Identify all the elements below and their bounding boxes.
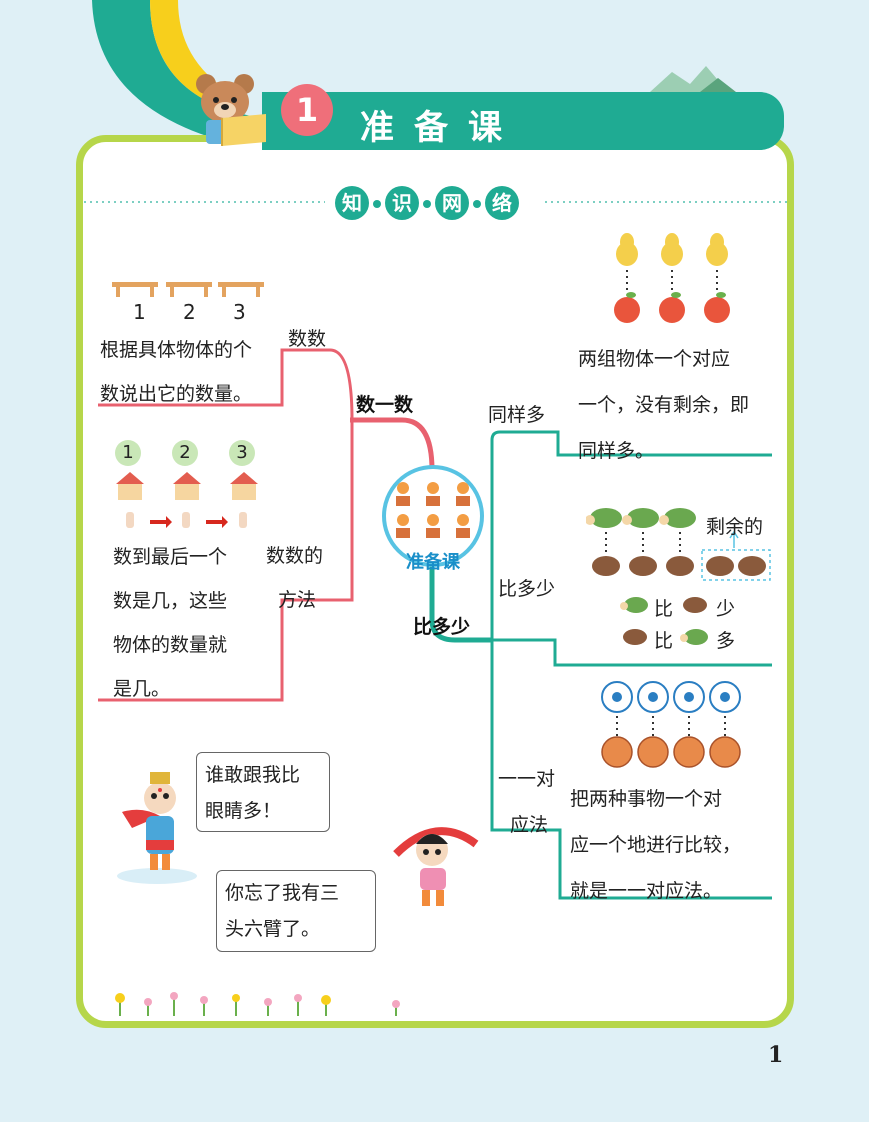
text-line: 数说出它的数量。 [100,383,253,405]
more-word: 多 [716,630,736,652]
hedgehog-icon [683,597,707,613]
node-label-counting-method: 数数的 方法 [266,534,323,622]
bench-number: 3 [233,300,246,324]
section-title-char-3: 网 [435,186,469,220]
compare-more-word: 比 [654,630,674,652]
flowerpots-icon [396,482,470,538]
section-title-dotted-line [84,201,788,203]
bench-number: 1 [133,300,146,324]
title-banner [262,92,784,150]
compare-less-word: 比 [654,598,674,620]
soccer-basketballs-illustration [601,681,741,768]
text-line: 一个，没有剩余，即 [578,394,750,416]
three-eyed-character-illustration [117,772,197,884]
hedgehog-icon [623,629,647,645]
section-title-dot [373,200,381,208]
less-word: 少 [716,598,736,620]
text-line: 头六臂了。 [225,918,321,940]
text-line: 就是一一对应法。 [570,880,723,902]
section-title-dot [473,200,481,208]
text-line: 你忘了我有三 [225,882,340,904]
node-text-counting-method: 数到最后一个 数是几，这些 物体的数量就 是几。 [113,535,227,711]
text-line: 是几。 [113,678,171,700]
text-line: 两组物体一个对应 [578,348,731,370]
lesson-number-badge: 1 [281,84,333,136]
node-text-count: 根据具体物体的个 数说出它的数量。 [100,328,252,416]
text-line: 应法 [510,814,549,836]
text-line: 谁敢跟我比 [205,764,301,786]
text-line: 应一个地进行比较， [570,834,742,856]
pears-apples-illustration [614,233,730,323]
section-title-dot [423,200,431,208]
node-label-count: 数数 [288,328,327,350]
page-title: 准备课 [360,108,522,148]
turtles-hedgehogs-illustration [586,508,771,581]
text-line: 眼睛多！ [205,800,282,822]
text-line: 一一对 [498,768,556,790]
text-line: 同样多。 [578,440,655,462]
text-line: 方法 [278,589,317,611]
speech-bubble-second: 你忘了我有三 头六臂了。 [216,870,376,952]
section-title-char-1: 知 [335,186,369,220]
center-node-label: 准备课 [406,552,460,573]
bear-reading-illustration [196,74,266,146]
house-number: 3 [229,440,255,466]
text-line: 把两种事物一个对 [570,788,723,810]
section-title-char-4: 络 [485,186,519,220]
speech-bubble-first: 谁敢跟我比 眼睛多！ [196,752,330,832]
text-line: 数是几，这些 [113,590,228,612]
house-number: 1 [115,440,141,466]
text-line: 物体的数量就 [113,634,228,656]
benches-illustration [112,282,264,297]
house-number: 2 [172,440,198,466]
turtle-icon [680,629,708,645]
branch-label-count: 数一数 [356,394,414,416]
bench-number: 2 [183,300,196,324]
node-label-same-amount: 同样多 [488,404,546,426]
houses-pointing-illustration [116,472,258,528]
text-line: 根据具体物体的个 [100,339,253,361]
text-line: 数数的 [266,545,324,567]
flowers-decoration [115,992,400,1016]
node-label-compare: 比多少 [498,578,556,600]
three-headed-character-illustration [393,827,479,906]
node-text-one-to-one: 把两种事物一个对 应一个地进行比较， 就是一一对应法。 [570,776,741,914]
node-text-same-amount: 两组物体一个对应 一个，没有剩余，即 同样多。 [578,336,749,474]
branch-label-compare: 比多少 [413,616,471,638]
text-line: 数到最后一个 [113,546,228,568]
turtle-icon [620,597,648,613]
remain-label: 剩余的 [706,516,764,538]
page-number: 1 [768,1042,784,1068]
node-label-one-to-one: 一一对 应法 [498,756,555,848]
section-title-char-2: 识 [385,186,419,220]
